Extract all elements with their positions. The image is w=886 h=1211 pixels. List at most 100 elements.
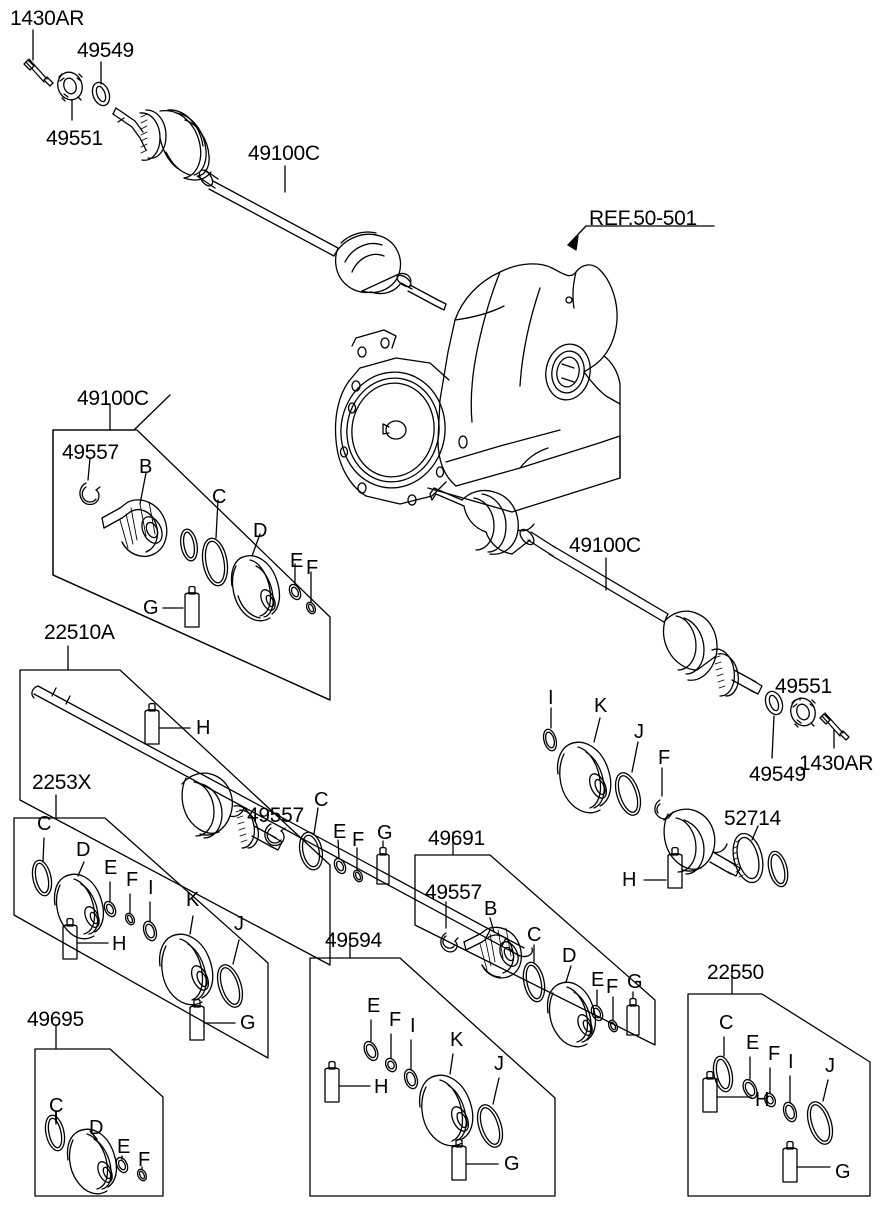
label-49100c-top: 49100C bbox=[248, 142, 320, 165]
label-49551-top: 49551 bbox=[46, 127, 103, 150]
label-k-2253x: K bbox=[186, 889, 200, 911]
part-j-ring-49594 bbox=[476, 1104, 504, 1148]
leader-49557-a bbox=[87, 457, 91, 481]
label-i-22510a: I bbox=[548, 687, 554, 709]
label-e-49691: E bbox=[591, 969, 605, 991]
part-e-ring-49594 bbox=[363, 1040, 379, 1062]
part-ring-small-a bbox=[179, 528, 199, 562]
part-49100c-top-outer-joint bbox=[112, 107, 219, 189]
label-h-2253x: H bbox=[112, 933, 127, 955]
leader-e-b bbox=[337, 839, 340, 859]
label-h-22550: H bbox=[755, 1089, 770, 1111]
part-f-clip-a bbox=[305, 601, 317, 615]
part-h-grease-49594 bbox=[324, 1060, 340, 1103]
label-49551-right: 49551 bbox=[775, 675, 832, 698]
label-i-49594: I bbox=[410, 1015, 416, 1037]
label-g-2253x: G bbox=[240, 1012, 256, 1034]
label-d-49695: D bbox=[89, 1117, 104, 1139]
label-49557-b: 49557 bbox=[247, 804, 304, 827]
label-g-a: G bbox=[143, 597, 159, 619]
part-f-clip-22550 bbox=[763, 1092, 777, 1108]
part-49100c-top-shaft bbox=[208, 180, 339, 257]
label-49100c-right: 49100C bbox=[569, 534, 641, 557]
label-b-a: B bbox=[139, 456, 153, 478]
part-g-grease-22550 bbox=[782, 1140, 798, 1183]
part-c-ring-22550 bbox=[712, 1055, 734, 1093]
part-e-ring-49695 bbox=[115, 1156, 129, 1174]
panel-49695-outline bbox=[34, 1048, 164, 1197]
leader-j-22510a bbox=[631, 741, 639, 773]
leader-k-22510a bbox=[593, 717, 601, 743]
panel-2253x-outline bbox=[13, 817, 269, 1059]
leader-b-a bbox=[139, 472, 147, 505]
label-f-22550: F bbox=[768, 1043, 781, 1065]
part-49551-right-nut bbox=[790, 697, 816, 728]
leader-b-49691 bbox=[489, 917, 495, 933]
part-k-boot-2253x bbox=[158, 933, 214, 1006]
label-f-b: F bbox=[352, 829, 365, 851]
label-g-b: G bbox=[377, 822, 393, 844]
part-ring-52714-side bbox=[767, 850, 789, 888]
part-j-ring-22550 bbox=[806, 1101, 834, 1145]
label-49549-right: 49549 bbox=[749, 763, 806, 786]
label-h-49594: H bbox=[374, 1076, 389, 1098]
part-differential-housing bbox=[334, 263, 621, 513]
part-h-grease-2253x bbox=[62, 917, 78, 960]
part-49557-snapring-a bbox=[79, 482, 101, 506]
label-e-49594: E bbox=[367, 995, 381, 1017]
leader-j-22550 bbox=[822, 1079, 829, 1102]
label-j-22510a: J bbox=[634, 721, 644, 743]
label-panel-22510a: 22510A bbox=[44, 621, 115, 644]
part-h-grease-22510a bbox=[144, 702, 160, 745]
part-1430ar-right-pin bbox=[819, 712, 850, 741]
part-e-ring-b bbox=[333, 857, 347, 875]
leader-d-49691 bbox=[565, 965, 572, 983]
label-f-2253x: F bbox=[126, 869, 139, 891]
part-22510a-joint bbox=[181, 772, 283, 851]
part-1430ar-pin bbox=[23, 58, 54, 87]
panel-49691-outline bbox=[414, 854, 656, 1046]
label-c-b: C bbox=[314, 789, 329, 811]
part-f-clip-49594 bbox=[384, 1057, 398, 1073]
label-c-49691: C bbox=[527, 924, 542, 946]
leader-j-49594 bbox=[492, 1077, 500, 1105]
leader-k-49594 bbox=[449, 1053, 454, 1075]
label-panel-49100c: 49100C bbox=[77, 387, 149, 410]
label-h-52714: H bbox=[622, 869, 637, 891]
leader-c-2253x bbox=[42, 837, 45, 863]
label-f-49695: F bbox=[138, 1149, 151, 1171]
part-f-clip-49695 bbox=[136, 1168, 148, 1182]
leader-d-a bbox=[251, 533, 261, 557]
part-g-grease-49594 bbox=[451, 1138, 467, 1181]
part-49100c-top-inner-joint bbox=[333, 231, 447, 311]
part-49549-washer bbox=[91, 81, 111, 107]
part-c-ring-49695 bbox=[44, 1114, 66, 1152]
part-c-ring-a bbox=[201, 537, 229, 587]
label-j-22550: J bbox=[825, 1055, 835, 1077]
part-49100c-right-inner-joint bbox=[429, 487, 557, 557]
part-c-ring-b bbox=[298, 831, 324, 871]
part-49549-right-washer bbox=[764, 690, 784, 716]
label-b-49691: B bbox=[484, 898, 498, 920]
label-49549-top: 49549 bbox=[77, 39, 134, 62]
part-d-boot-a bbox=[230, 555, 281, 622]
label-k-22510a: K bbox=[594, 695, 608, 717]
label-j-49594: J bbox=[494, 1053, 504, 1075]
panel-22550-outline bbox=[687, 993, 871, 1197]
part-c-ring-2253x bbox=[31, 859, 53, 897]
part-d-boot-49695 bbox=[66, 1128, 118, 1195]
label-e-49695: E bbox=[117, 1136, 131, 1158]
part-g-grease-2253x bbox=[189, 998, 205, 1041]
part-f-clip-2253x bbox=[124, 912, 136, 926]
leader-c-a bbox=[215, 499, 219, 539]
part-22510a-shaft bbox=[31, 685, 534, 958]
label-j-2253x: J bbox=[234, 913, 244, 935]
label-e-22550: E bbox=[746, 1032, 760, 1054]
part-h-grease-22550 bbox=[702, 1070, 718, 1113]
label-panel-49695: 49695 bbox=[27, 1008, 84, 1031]
label-g-22550: G bbox=[835, 1161, 851, 1183]
part-k-boot-22510a bbox=[556, 741, 612, 814]
leader-k-2253x bbox=[189, 915, 194, 935]
